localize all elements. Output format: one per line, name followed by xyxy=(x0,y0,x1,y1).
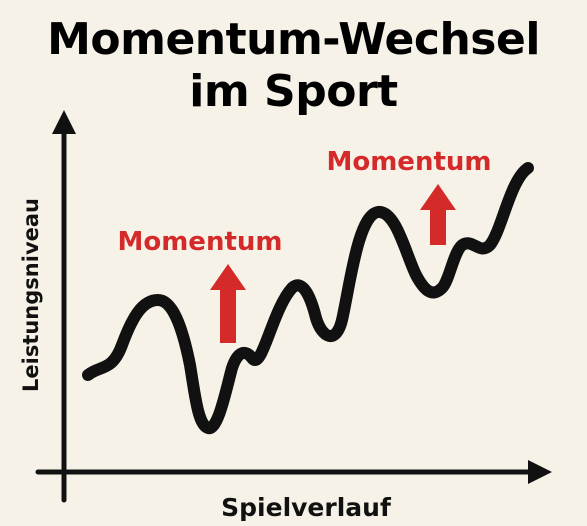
title-line-2: im Sport xyxy=(189,66,398,117)
performance-curve xyxy=(82,162,534,434)
momentum-label-1: Momentum xyxy=(117,227,282,257)
x-axis-label: Spielverlauf xyxy=(221,493,392,522)
x-axis-arrowhead xyxy=(528,460,552,484)
title-line-1: Momentum-Wechsel xyxy=(47,14,540,65)
momentum-label-2: Momentum xyxy=(326,147,491,177)
y-axis-arrowhead xyxy=(52,110,76,134)
momentum-arrow-up-2 xyxy=(420,184,456,245)
diagram-title: Momentum-Wechsel im Sport xyxy=(0,14,587,118)
momentum-arrow-up-1 xyxy=(210,264,246,343)
y-axis-label: Leistungsniveau xyxy=(19,198,43,392)
